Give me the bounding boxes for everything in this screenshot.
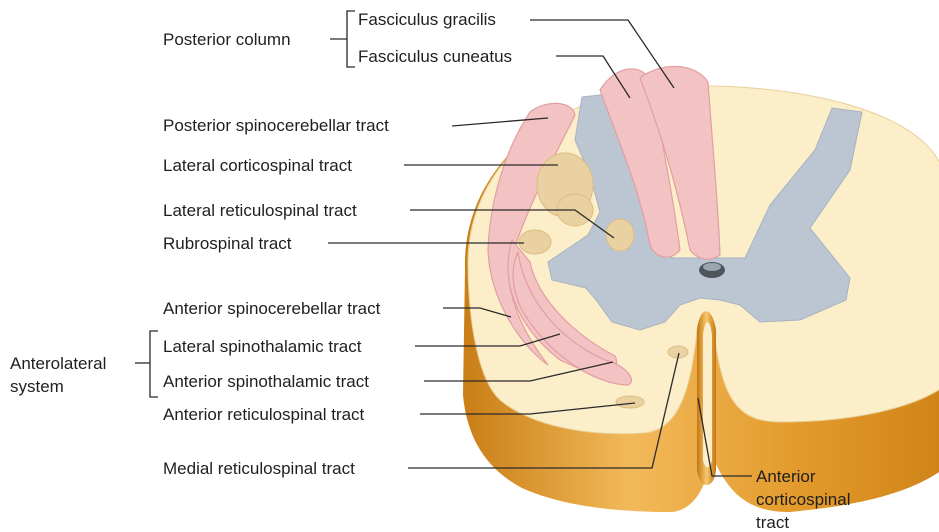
label-medial-reticulospinal: Medial reticulospinal tract: [163, 459, 355, 478]
label-anterior-reticulospinal: Anterior reticulospinal tract: [163, 405, 365, 424]
label-anterior-corticospinal-line1: Anterior: [756, 467, 816, 486]
posterior-column-bracket: [347, 11, 355, 67]
label-lateral-reticulospinal: Lateral reticulospinal tract: [163, 201, 357, 220]
label-lateral-spinothalamic: Lateral spinothalamic tract: [163, 337, 362, 356]
label-posterior-column: Posterior column: [163, 30, 291, 49]
label-rubrospinal: Rubrospinal tract: [163, 234, 292, 253]
label-anterior-corticospinal-line3: tract: [756, 513, 789, 532]
anterolateral-bracket: [150, 331, 158, 397]
rubrospinal-tract: [519, 230, 551, 254]
label-anterolateral-line1: Anterolateral: [10, 354, 106, 373]
label-anterior-corticospinal-line2: corticospinal: [756, 490, 851, 509]
label-lateral-corticospinal: Lateral corticospinal tract: [163, 156, 352, 175]
anterior-reticulospinal-tract: [616, 396, 644, 408]
label-fasciculus-gracilis: Fasciculus gracilis: [358, 10, 496, 29]
label-posterior-spinocerebellar: Posterior spinocerebellar tract: [163, 116, 389, 135]
label-anterolateral-line2: system: [10, 377, 64, 396]
label-fasciculus-cuneatus: Fasciculus cuneatus: [358, 47, 512, 66]
spinal-cord-cross-section: [463, 66, 939, 512]
label-anterior-spinothalamic: Anterior spinothalamic tract: [163, 372, 369, 391]
fissure-shadow: [703, 322, 712, 467]
label-anterior-spinocerebellar: Anterior spinocerebellar tract: [163, 299, 381, 318]
